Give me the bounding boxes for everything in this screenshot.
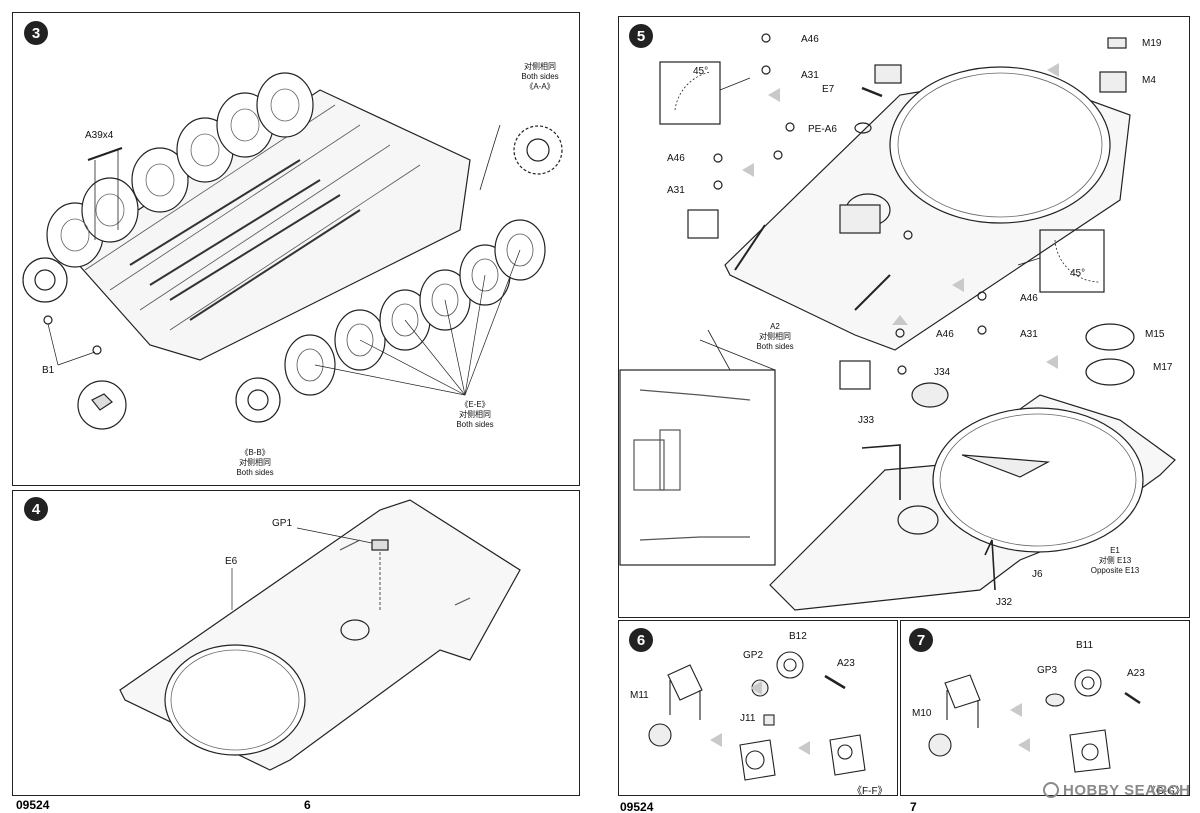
label-b12: B12	[789, 631, 807, 642]
label-e1-cn: 对侧 E13	[1098, 556, 1132, 565]
step4-hull-plate-drawing	[119, 499, 521, 771]
label-gp1: GP1	[272, 518, 293, 529]
step7-number: 7	[909, 628, 933, 652]
footer-code-right: 09524	[620, 800, 654, 813]
label-m4: M4	[1142, 75, 1156, 86]
watermark-logo-icon	[1043, 782, 1059, 798]
step6-light-assembly-drawing	[648, 651, 866, 781]
label-aa-en: Both sides	[521, 72, 559, 81]
label-m11: M11	[630, 690, 649, 701]
label-j11: J11	[740, 713, 756, 724]
label-a2: A2	[770, 322, 780, 331]
label-a2-en: Both sides	[756, 342, 794, 351]
step5-number: 5	[629, 24, 653, 48]
label-a46-mid: A46	[1020, 293, 1038, 304]
label-e1: E1	[1110, 546, 1120, 555]
label-aa-code: 《A-A》	[525, 82, 555, 91]
label-ff: 《F-F》	[852, 786, 888, 797]
footer-code-left: 09524	[16, 798, 50, 812]
label-j34: J34	[934, 367, 951, 378]
step6-number: 6	[629, 628, 653, 652]
label-b11: B11	[1076, 640, 1094, 651]
label-m19: M19	[1142, 38, 1162, 49]
label-pe-a6: PE-A6	[808, 124, 837, 135]
label-bb-code: 《B-B》	[240, 448, 270, 457]
label-m10: M10	[912, 708, 932, 719]
label-bb-en: Both sides	[236, 468, 274, 477]
label-m17: M17	[1153, 362, 1173, 373]
label-a46-low: A46	[936, 329, 954, 340]
label-gg: 《G-G》	[1146, 786, 1185, 797]
label-e6: E6	[225, 556, 238, 567]
label-a46-top: A46	[801, 34, 819, 45]
step5-turret-ring-drawing	[619, 33, 1176, 611]
label-ee-en: Both sides	[456, 420, 494, 429]
label-a2-cn: 对侧相同	[759, 332, 791, 341]
watermark-text: HOBBY SEARCH	[1063, 782, 1191, 799]
label-bb-cn: 对侧相同	[239, 458, 271, 467]
label-j33: J33	[858, 415, 875, 426]
label-j32: J32	[996, 597, 1013, 608]
label-m15: M15	[1145, 329, 1165, 340]
page-number-right: 7	[910, 800, 917, 813]
label-a31-mid: A31	[1020, 329, 1038, 340]
label-e1-en: Opposite E13	[1090, 566, 1140, 575]
step4-number: 4	[24, 497, 48, 521]
label-a39x4: A39x4	[85, 130, 114, 141]
page-number-left: 6	[304, 798, 311, 812]
label-e7: E7	[822, 84, 835, 95]
step3-number: 3	[24, 21, 48, 45]
label-gp3: GP3	[1037, 665, 1058, 676]
label-aa-cn: 对侧相同	[524, 62, 556, 71]
label-aa-group: 对侧相同 Both sides 《A-A》	[505, 62, 575, 92]
label-a23-step6: A23	[837, 658, 855, 669]
label-a23-step7: A23	[1127, 668, 1145, 679]
step7-light-assembly-drawing	[928, 669, 1141, 773]
label-a2-group: A2 对侧相同 Both sides	[750, 322, 800, 352]
label-a46-left: A46	[667, 153, 685, 164]
left-page: 3	[12, 12, 580, 812]
label-a31-left: A31	[667, 185, 685, 196]
label-ee-group: 《E-E》 对侧相同 Both sides	[440, 400, 510, 430]
step3-suspension-drawing	[22, 72, 563, 430]
step7-panel	[900, 620, 1190, 796]
label-e1-group: E1 对侧 E13 Opposite E13	[1080, 546, 1150, 576]
label-ee-cn: 对侧相同	[459, 410, 491, 419]
label-gp2: GP2	[743, 650, 764, 661]
right-page: 5	[600, 0, 1200, 813]
label-angle-right: 45°	[1070, 268, 1086, 279]
label-b1: B1	[42, 365, 55, 376]
label-a31-top: A31	[801, 70, 819, 81]
label-bb-group: 《B-B》 对侧相同 Both sides	[220, 448, 290, 478]
watermark: HOBBY SEARCH	[1043, 782, 1190, 799]
label-angle-top: 45°	[693, 66, 709, 77]
label-ee-code: 《E-E》	[460, 400, 490, 409]
label-j6: J6	[1032, 569, 1043, 580]
